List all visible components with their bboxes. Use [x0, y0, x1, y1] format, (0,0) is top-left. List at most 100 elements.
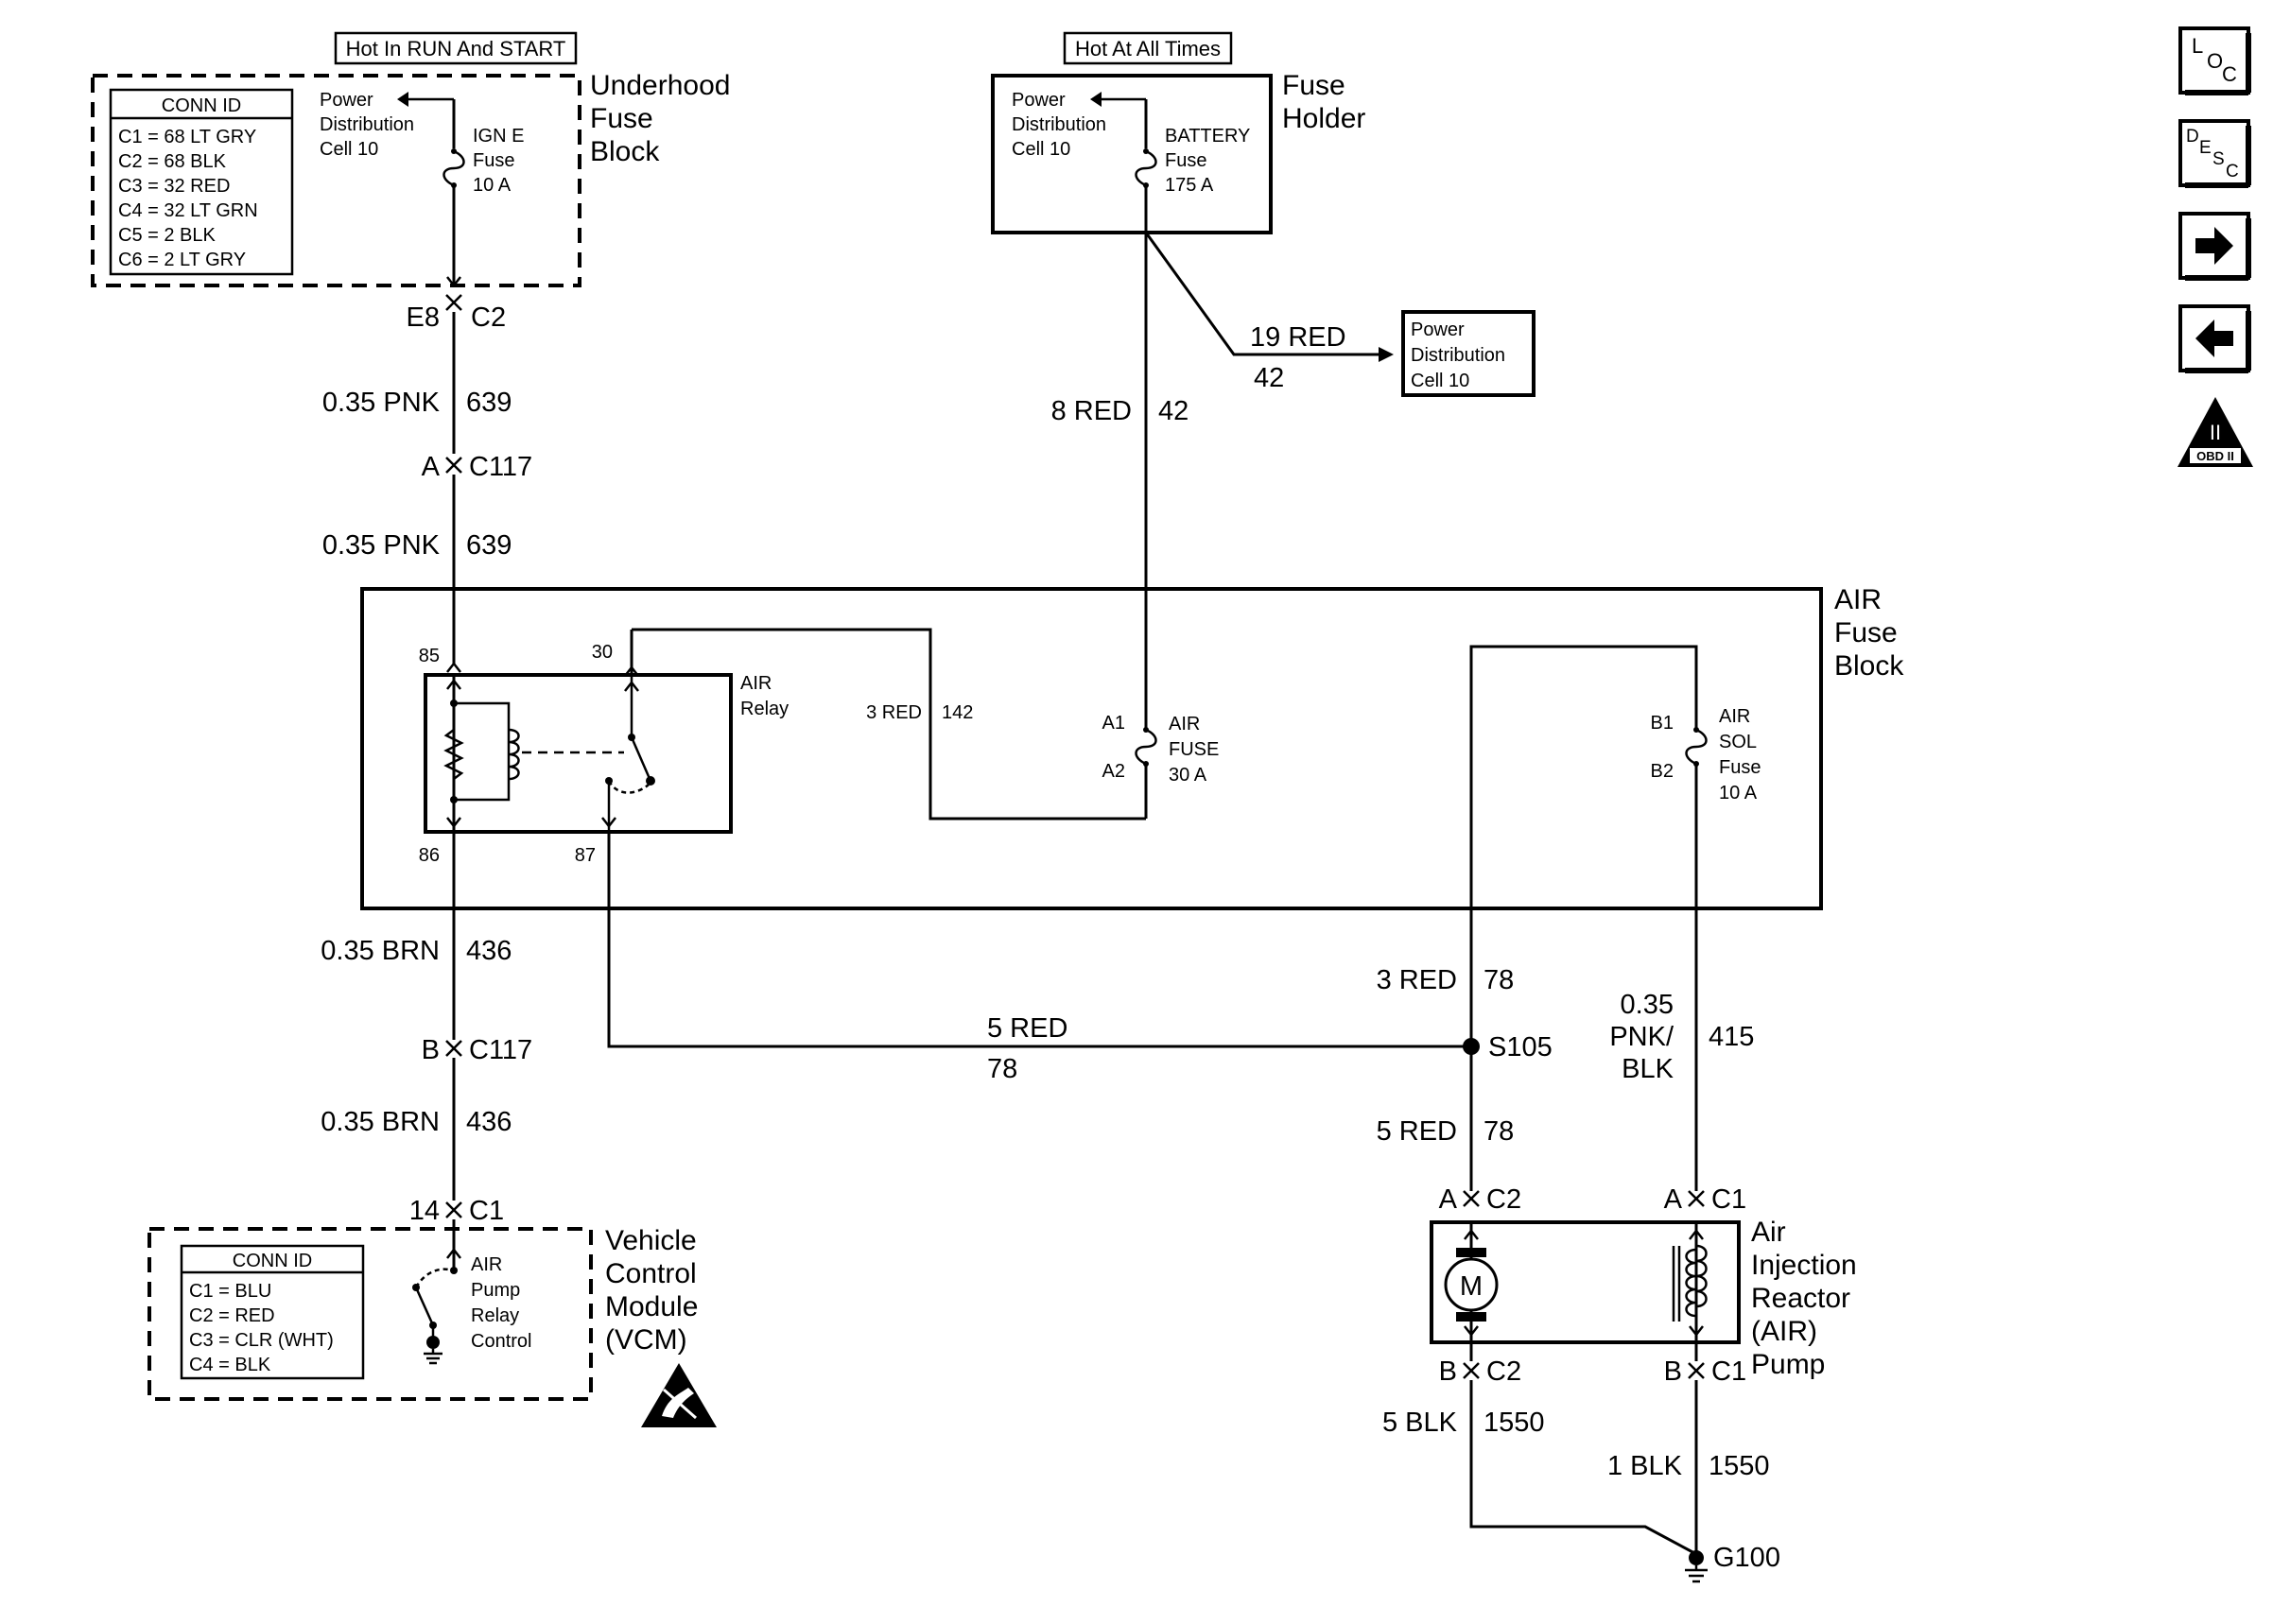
- solenoid-icon: [1672, 1222, 1708, 1342]
- battery-fuse-icon: [1135, 147, 1157, 190]
- connector-id: C1: [1711, 1184, 1746, 1215]
- loc-letter: L: [2192, 34, 2203, 58]
- wire-color: 0.35 PNK: [322, 388, 441, 418]
- hot-all-times-text: Hot At All Times: [1075, 37, 1221, 60]
- wire-color: 3 RED: [866, 702, 922, 723]
- next-page-button[interactable]: [2178, 212, 2251, 281]
- connector-pin: E8: [407, 302, 440, 333]
- wire-circuit: 42: [1254, 363, 1284, 393]
- wire-circuit: 78: [1484, 1116, 1514, 1147]
- control-label: Pump: [471, 1280, 520, 1301]
- arrow-left-icon: [2195, 320, 2233, 357]
- pdc-label: Distribution: [1012, 114, 1106, 135]
- connector-pin: B: [422, 1035, 440, 1065]
- wire-color: PNK/: [1609, 1022, 1674, 1052]
- fuse-holder: Power Distribution Cell 10 BATTERY Fuse …: [991, 70, 1365, 234]
- relay-label: AIR: [740, 673, 772, 694]
- wire-circuit: 78: [987, 1054, 1017, 1084]
- wire-color: 0.35: [1621, 990, 1674, 1020]
- ground-icon: [424, 1349, 442, 1365]
- ign-e-fuse-icon: [442, 147, 465, 190]
- air-fuse-block-title: AIR: [1834, 584, 1882, 615]
- vcm-conn-id-table: CONN ID C1 = BLU C2 = RED C3 = CLR (WHT)…: [180, 1244, 365, 1380]
- wire-circuit: 1550: [1709, 1451, 1770, 1481]
- fuse-label: Fuse: [1165, 150, 1206, 171]
- wire-circuit: 415: [1709, 1022, 1754, 1052]
- air-pump-feed-wires: 3 RED 78 S105 5 RED 78 A C2 0.35 PNK/ BL…: [1377, 908, 1754, 1215]
- resistor-icon: [443, 729, 464, 780]
- fuse-label: SOL: [1719, 732, 1757, 752]
- relay-ground-control-wire: 0.35 BRN 436 B C117 0.35 BRN 436 14 C1: [321, 851, 532, 1267]
- conn-row: C5 = 2 BLK: [118, 225, 217, 246]
- wire-circuit: 142: [942, 702, 973, 723]
- pdc-label: Power: [1012, 90, 1066, 111]
- vcm-title: Vehicle: [605, 1225, 697, 1256]
- pdc-label: Distribution: [1411, 345, 1505, 366]
- air-pump-title: Pump: [1751, 1349, 1825, 1380]
- obd-roman: II: [2210, 421, 2221, 444]
- underhood-title: Block: [590, 136, 660, 167]
- wire-circuit: 1550: [1484, 1408, 1545, 1438]
- fuse-label: Fuse: [473, 150, 514, 171]
- air-fuse-block: AIR Fuse Block AIR Relay: [360, 584, 1904, 910]
- air-fuse-block-title: Fuse: [1834, 617, 1898, 648]
- vcm-title: Control: [605, 1258, 697, 1289]
- wire-circuit: 436: [466, 936, 512, 966]
- conn-row: C1 = BLU: [189, 1281, 271, 1302]
- fuse-pin: A2: [1102, 761, 1125, 782]
- fuse-label: 175 A: [1165, 175, 1214, 196]
- wire-circuit: 436: [466, 1107, 512, 1137]
- underhood-conn-id-table: CONN ID C1 = 68 LT GRY C2 = 68 BLK C3 = …: [109, 88, 294, 276]
- obd-ii-button[interactable]: II OBD II: [2178, 397, 2253, 467]
- hot-run-start-text: Hot In RUN And START: [346, 37, 566, 60]
- splice-label: S105: [1488, 1032, 1553, 1063]
- relay-output-wire: 5 RED 78: [607, 851, 1471, 1084]
- relay-pin: 87: [575, 845, 596, 866]
- fuse-label: 30 A: [1169, 765, 1207, 786]
- conn-row: C2 = RED: [189, 1305, 275, 1326]
- motor-symbol: M: [1460, 1271, 1483, 1302]
- desc-button[interactable]: D E S C: [2178, 119, 2251, 188]
- arrow-right-icon: [2195, 227, 2233, 265]
- underhood-title: Underhood: [590, 70, 730, 101]
- connector-pin: A: [1439, 1184, 1458, 1215]
- relay-pin: 30: [592, 642, 613, 663]
- desc-letter: E: [2199, 138, 2212, 158]
- air-fuse-block-title: Block: [1834, 650, 1904, 682]
- relay-coil-icon: [508, 728, 520, 781]
- relay-pin: 85: [419, 646, 440, 666]
- previous-page-button[interactable]: [2178, 304, 2251, 373]
- wire-color: 8 RED: [1051, 396, 1132, 426]
- fuse-label: BATTERY: [1165, 126, 1250, 147]
- pdc-reference-box: Power Distribution Cell 10: [1401, 310, 1536, 397]
- conn-row: C4 = 32 LT GRN: [118, 200, 258, 221]
- fuse-label: 10 A: [1719, 783, 1758, 803]
- connector-pin: B: [1664, 1356, 1682, 1387]
- ign-feed-wire: E8 C2 0.35 PNK 639 A C117 0.35 PNK 639 8…: [322, 293, 532, 674]
- loc-letter: O: [2207, 49, 2223, 73]
- wire-color: BLK: [1622, 1054, 1674, 1084]
- fuse-label: AIR: [1169, 714, 1200, 734]
- desc-letter: S: [2212, 149, 2225, 169]
- loc-button[interactable]: L O C: [2178, 26, 2251, 95]
- air-sol-fuse-icon: [1685, 725, 1708, 769]
- connector-pin: A: [1664, 1184, 1683, 1215]
- pdc-label: Cell 10: [1012, 139, 1070, 160]
- air-fuse-icon: [1135, 725, 1157, 769]
- wire-color: 3 RED: [1377, 965, 1457, 995]
- wire-circuit: 639: [466, 388, 512, 418]
- ground-label: G100: [1713, 1543, 1780, 1573]
- wire-circuit: 78: [1484, 965, 1514, 995]
- battery-feed-wires: 8 RED 42 19 RED 42: [1051, 187, 1394, 730]
- fuse-label: FUSE: [1169, 739, 1219, 760]
- fuse-holder-title: Fuse: [1282, 70, 1345, 101]
- conn-row: C2 = 68 BLK: [118, 151, 227, 172]
- control-label: Control: [471, 1331, 531, 1352]
- air-pump-title: (AIR): [1751, 1316, 1817, 1347]
- air-pump-title: Reactor: [1751, 1283, 1850, 1314]
- wire-color: 5 BLK: [1382, 1408, 1458, 1438]
- fuse-label: IGN E: [473, 126, 524, 147]
- connector-id: C1: [469, 1196, 504, 1226]
- hot-in-run-start-label: Hot In RUN And START: [334, 31, 578, 65]
